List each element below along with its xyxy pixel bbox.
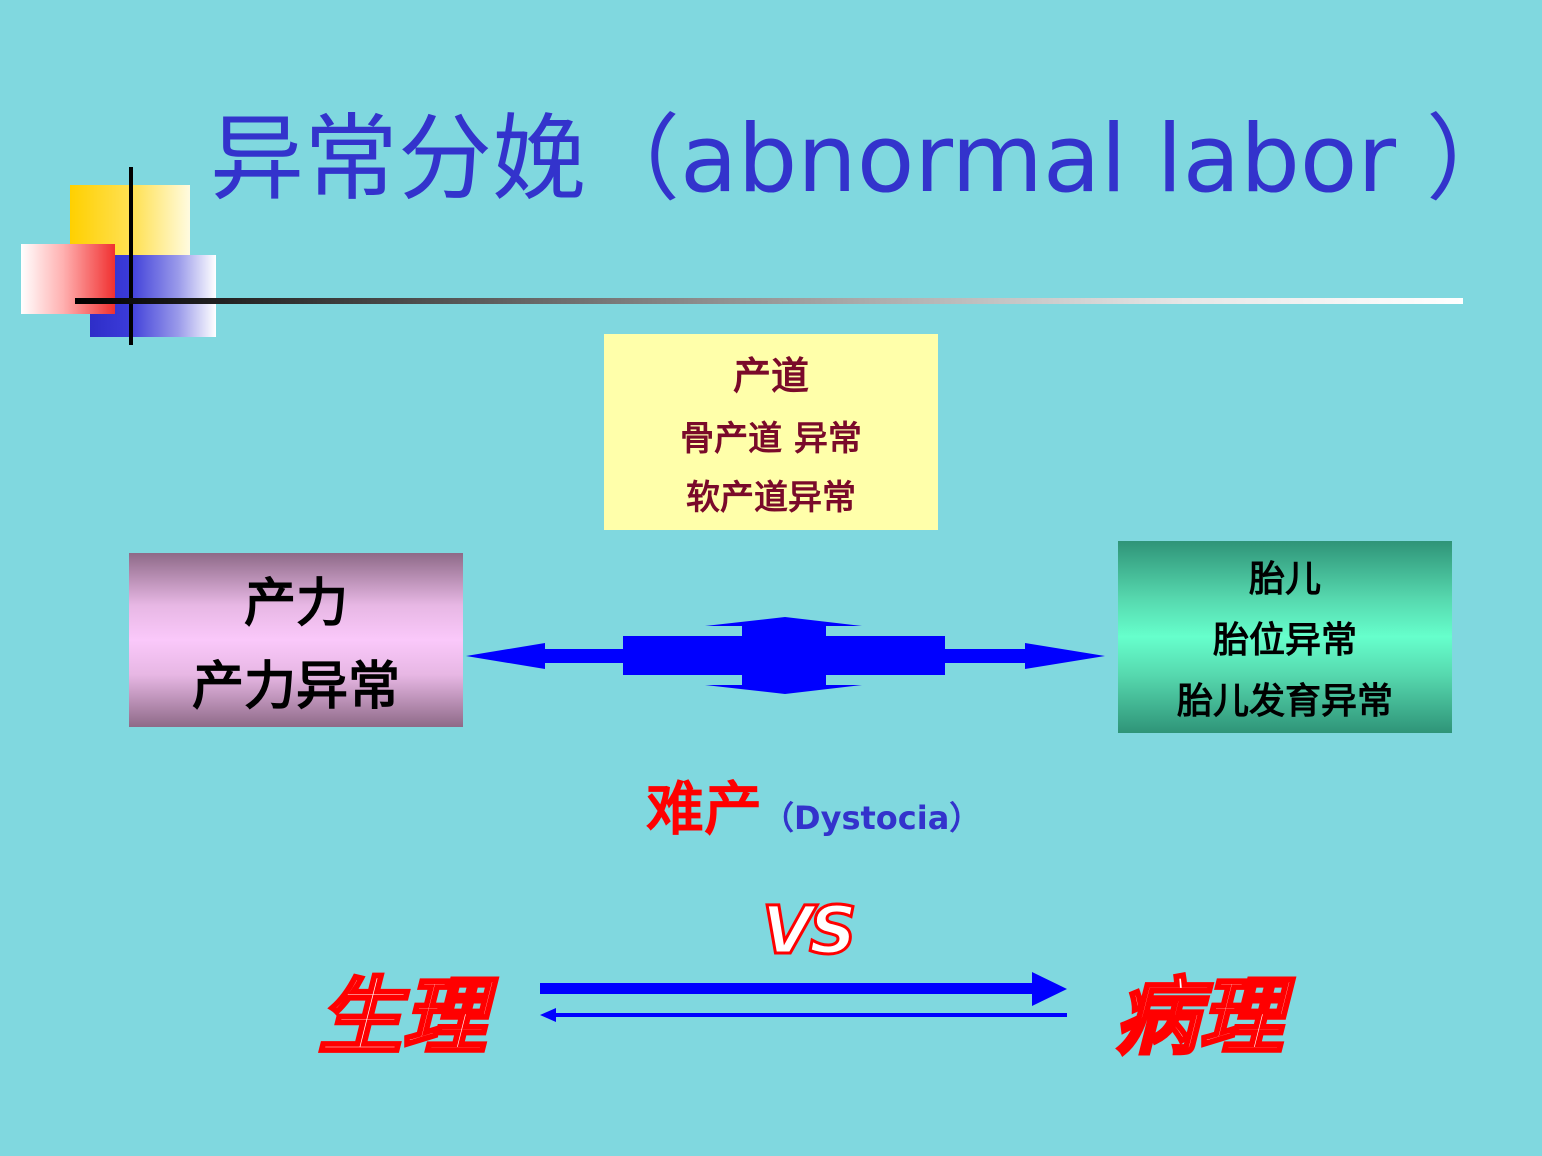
fetus-box: 胎儿 胎位异常 胎儿发育异常 [1118, 541, 1452, 733]
dystocia-en: （Dystocia） [762, 799, 982, 837]
birth-canal-box: 产道 骨产道 异常 软产道异常 [604, 334, 938, 530]
four-way-arrow-icon [466, 617, 1105, 694]
double-arrow-icon [540, 972, 1067, 1022]
decor-vertical-line [129, 167, 133, 345]
birth-canal-item: 软产道异常 [686, 478, 856, 519]
fetus-item: 胎儿发育异常 [1176, 681, 1393, 722]
title-underline [75, 298, 1463, 304]
birth-canal-heading: 产道 [732, 353, 809, 398]
fetus-item: 胎位异常 [1212, 620, 1357, 661]
birth-force-heading: 产力 [243, 574, 348, 634]
birth-force-box: 产力 产力异常 [129, 553, 463, 727]
page-title: 异常分娩（abnormal labor ） [210, 105, 1520, 214]
dystocia-cn: 难产 [646, 775, 763, 843]
physiology-label: 生理 [316, 967, 487, 1068]
vs-label: VS [761, 891, 859, 971]
birth-canal-item: 骨产道 异常 [680, 418, 862, 459]
pathology-label: 病理 [1113, 967, 1284, 1068]
fetus-heading: 胎儿 [1248, 559, 1321, 600]
birth-force-item: 产力异常 [191, 657, 400, 717]
dystocia-label: 难产（Dystocia） [646, 762, 981, 846]
